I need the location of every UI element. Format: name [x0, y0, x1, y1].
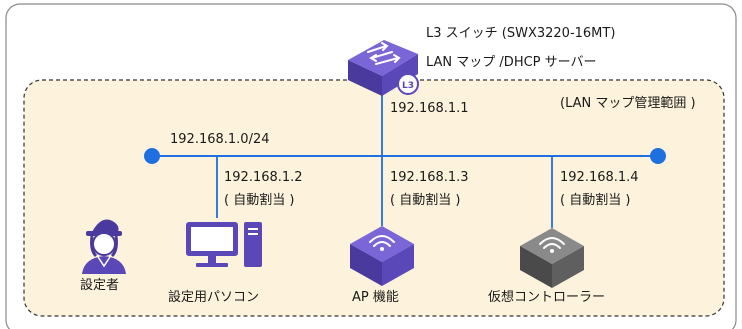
switch-title: L3 スイッチ (SWX3220-16MT): [426, 26, 616, 41]
lan-bus-end-right: [650, 148, 666, 164]
network-address: 192.168.1.0/24: [170, 132, 270, 147]
ap-ip: 192.168.1.3: [390, 170, 469, 185]
pc-label: 設定用パソコン: [168, 290, 260, 305]
controller-assign: ( 自動割当 ): [560, 193, 631, 208]
switch-ip: 192.168.1.1: [390, 101, 469, 116]
pc-assign: ( 自動割当 ): [224, 193, 295, 208]
l3-badge: L3: [402, 81, 414, 91]
ap-assign: ( 自動割当 ): [390, 193, 461, 208]
pc-icon: [186, 222, 262, 267]
person-label: 設定者: [80, 278, 120, 293]
ap-label: AP 機能: [352, 290, 399, 305]
controller-label: 仮想コントローラー: [488, 290, 606, 305]
access-point-icon: [350, 226, 414, 286]
lan-map-scope-label: (LAN マップ管理範囲 ): [560, 96, 696, 111]
controller-ip: 192.168.1.4: [560, 170, 639, 185]
virtual-controller-icon: [520, 228, 584, 288]
lan-bus-end-left: [144, 148, 160, 164]
l3-switch-icon: L3: [348, 40, 419, 96]
admin-person-icon: [82, 219, 126, 274]
switch-role: LAN マップ /DHCP サーバー: [426, 55, 597, 70]
pc-ip: 192.168.1.2: [224, 170, 303, 185]
